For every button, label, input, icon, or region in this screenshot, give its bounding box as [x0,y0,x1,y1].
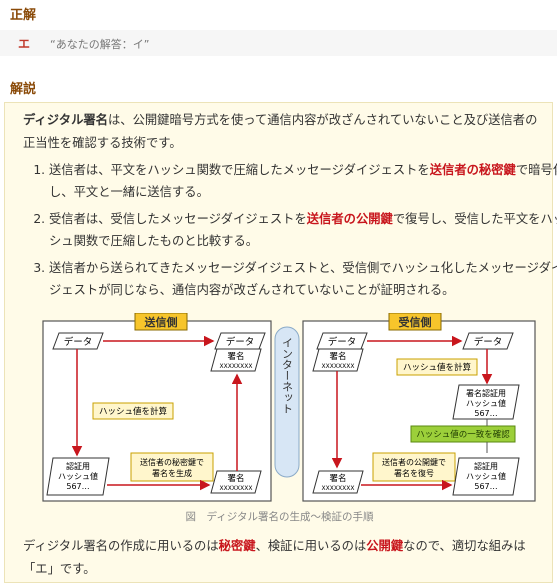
svg-text:ハッシュ値: ハッシュ値 [466,398,506,408]
step-item: 送信者は、平文をハッシュ関数で圧縮したメッセージダイジェストを送信者の秘密鍵で暗… [49,159,557,203]
answer-heading: 正解 [10,8,37,23]
sender-label: 送信側 [144,315,178,329]
internet-label: インターネット [281,337,294,414]
svg-text:署名: 署名 [329,351,346,362]
svg-text:署名: 署名 [227,351,244,362]
svg-text:認証用: 認証用 [474,461,498,471]
svg-text:XXXXXXXX: XXXXXXXX [322,485,355,492]
intro-term: ディジタル署名 [23,113,108,127]
svg-text:データ: データ [64,336,93,348]
explanation-box: ディジタル署名は、公開鍵暗号方式を使って通信内容が改ざんされていないこと及び送信… [4,102,557,583]
svg-text:署名を復号: 署名を復号 [394,468,434,478]
diagram-caption: 図 ディジタル署名の生成〜検証の手順 [185,511,374,523]
receiver-label: 受信側 [399,315,432,329]
svg-text:署名認証用: 署名認証用 [466,388,506,398]
svg-text:送信者の公開鍵で: 送信者の公開鍵で [382,457,446,467]
your-answer: “あなたの解答：イ” [50,38,150,51]
svg-text:データ: データ [226,336,255,348]
conclusion-paragraph: ディジタル署名の作成に用いるのは秘密鍵、検証に用いるのは公開鍵なので、適切な組み… [23,539,526,576]
svg-text:認証用: 認証用 [66,461,90,471]
svg-text:567…: 567… [474,482,497,491]
svg-text:送信者の秘密鍵で: 送信者の秘密鍵で [140,457,204,467]
step-item: 受信者は、受信したメッセージダイジェストを送信者の公開鍵で復号し、受信した平文を… [49,208,557,252]
svg-text:ハッシュ値を計算: ハッシュ値を計算 [403,362,472,373]
correct-answer: エ [18,37,31,51]
svg-text:567…: 567… [474,409,497,418]
step-item: 送信者から送られてきたメッセージダイジェストと、受信側でハッシュ化したメッセージ… [49,257,557,301]
svg-text:データ: データ [328,336,357,348]
svg-text:XXXXXXXX: XXXXXXXX [220,363,253,370]
explanation-heading: 解説 [10,82,37,97]
steps-list: 送信者は、平文をハッシュ関数で圧縮したメッセージダイジェストを送信者の秘密鍵で暗… [25,159,557,306]
svg-text:データ: データ [474,336,503,348]
answer-row: エ “あなたの解答：イ” [0,30,557,56]
intro-text: は、公開鍵暗号方式を使って通信内容が改ざんされていないこと及び送信者の正当性を確… [23,113,538,150]
svg-text:ハッシュ値: ハッシュ値 [466,471,506,481]
svg-text:567…: 567… [66,482,89,491]
svg-text:ハッシュ値: ハッシュ値 [58,471,98,481]
svg-text:署名: 署名 [227,473,244,484]
svg-text:ハッシュ値を計算: ハッシュ値を計算 [99,406,168,417]
signature-diagram: 送信側 受信側 インターネット データ データ 署名 XXXXXXXX ハッシュ… [42,313,536,502]
intro-paragraph: ディジタル署名は、公開鍵暗号方式を使って通信内容が改ざんされていないこと及び送信… [23,109,548,155]
svg-text:ハッシュ値の一致を確認: ハッシュ値の一致を確認 [416,429,510,440]
svg-text:XXXXXXXX: XXXXXXXX [220,485,253,492]
svg-text:署名: 署名 [329,473,346,484]
svg-text:署名を生成: 署名を生成 [152,468,192,478]
svg-text:XXXXXXXX: XXXXXXXX [322,363,355,370]
